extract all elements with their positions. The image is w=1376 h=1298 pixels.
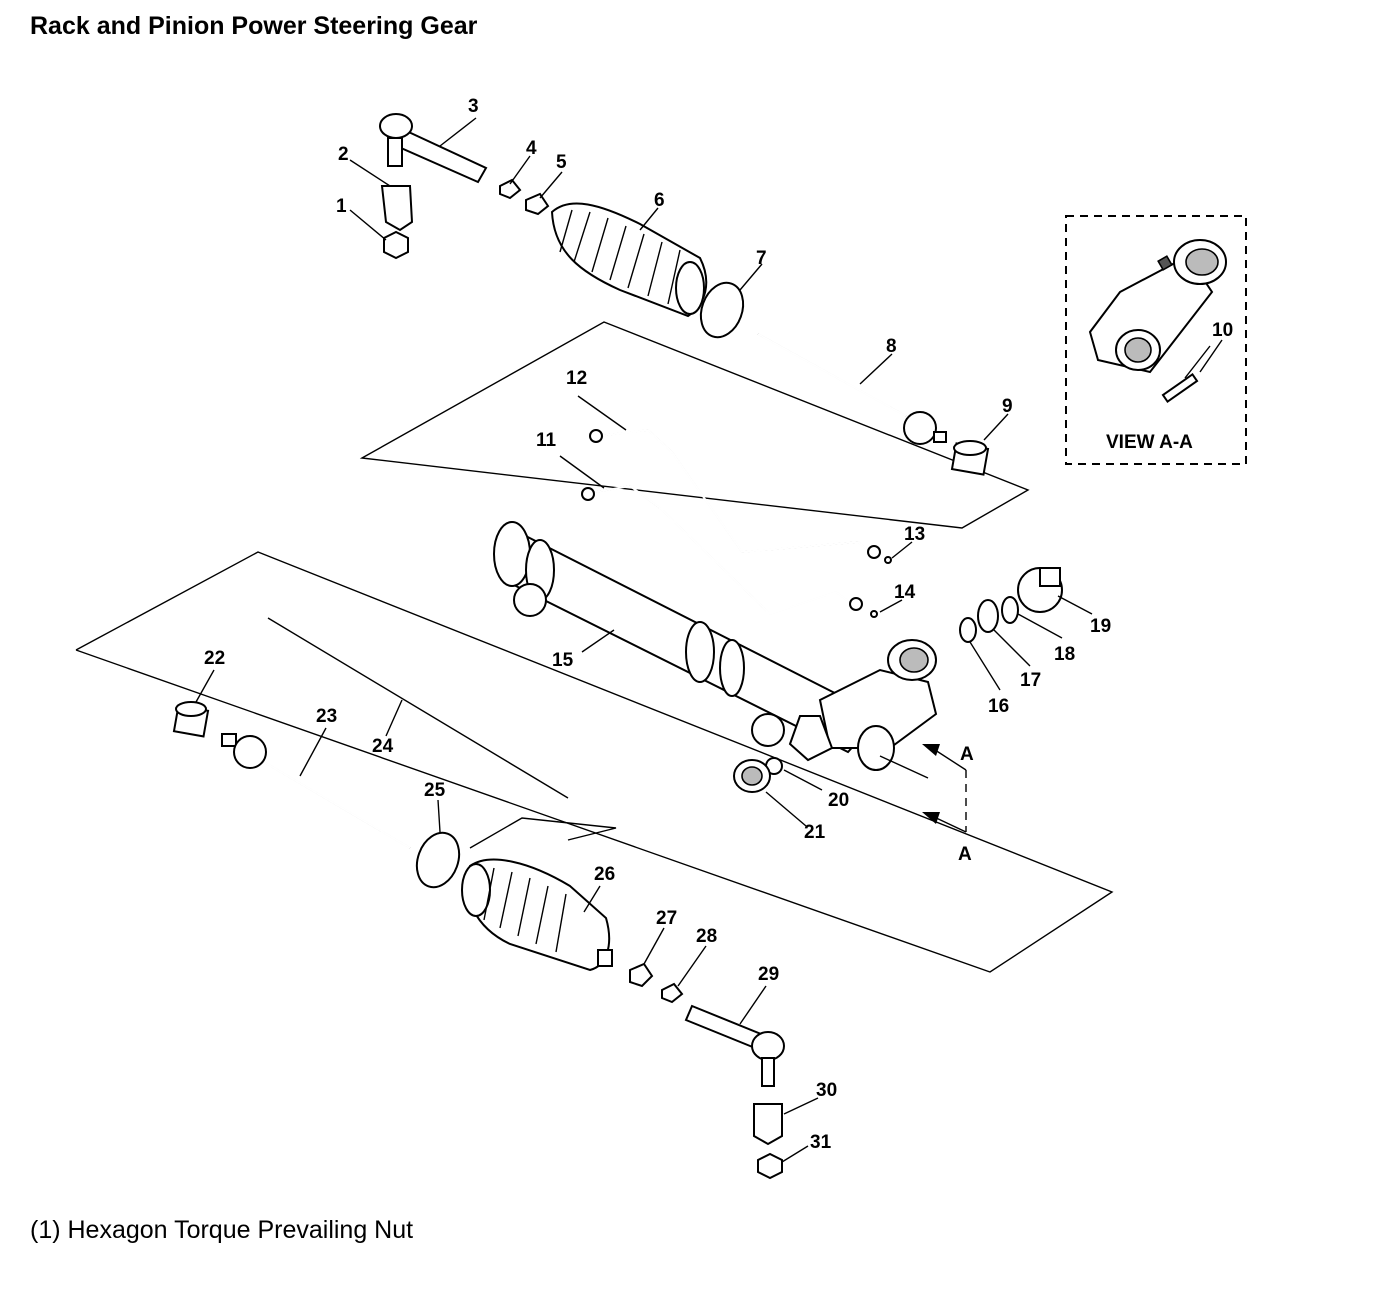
callout-7: 7 (756, 248, 767, 269)
callout-14: 14 (894, 582, 916, 603)
clamp-upper-large (699, 281, 745, 339)
outer-tie-rod-end-lower (383, 230, 785, 1180)
clamp-upper-small (525, 192, 550, 216)
callout-27: 27 (656, 908, 677, 929)
pin-part-10 (1161, 345, 1211, 403)
jam-nut-lower (661, 982, 684, 1004)
section-arrows (922, 744, 967, 833)
boot-lower (461, 858, 613, 972)
cap-19 (1017, 567, 1063, 613)
callout-25: 25 (424, 780, 446, 801)
bushing-upper (950, 440, 990, 476)
callout-22: 22 (204, 648, 225, 669)
adjuster-plug-21 (733, 759, 771, 793)
jam-nut-upper (499, 178, 522, 200)
upper-group-frame (359, 321, 1030, 529)
callout-6: 6 (654, 190, 665, 211)
view-a-a-label: VIEW A-A (1106, 432, 1193, 453)
callout-21: 21 (804, 822, 826, 843)
inner-tie-rod-lower (221, 733, 411, 849)
callout-5: 5 (556, 152, 567, 173)
clamp-lower-small (629, 962, 654, 988)
callout-29: 29 (758, 964, 779, 985)
footnote-caption: (1) Hexagon Torque Prevailing Nut (30, 1216, 414, 1244)
callout-31: 31 (810, 1132, 832, 1153)
callout-26: 26 (594, 864, 615, 885)
rack-housing (493, 521, 938, 779)
page-title: Rack and Pinion Power Steering Gear (30, 12, 478, 40)
callout-11: 11 (536, 430, 557, 451)
callout-4: 4 (526, 138, 537, 159)
seal-14 (870, 610, 878, 618)
callout-23: 23 (316, 706, 337, 727)
ring-18 (1001, 596, 1019, 624)
section-label-a-top: A (960, 744, 974, 765)
lower-group-frame (75, 551, 1114, 973)
inner-tie-rod-upper (757, 333, 947, 445)
washer-17 (977, 599, 999, 633)
callout-labels: 1 2 3 4 5 6 7 8 9 10 11 12 13 14 15 16 1… (204, 96, 1233, 1153)
lower-group-notch (469, 817, 617, 849)
pipe-12 (597, 429, 871, 553)
bushing-lower (172, 701, 210, 738)
callout-12: 12 (566, 368, 587, 389)
view-a-a-frame (1065, 215, 1247, 465)
seal-16 (959, 617, 977, 643)
callout-10: 10 (1212, 320, 1233, 341)
section-label-a-bottom: A (958, 844, 972, 865)
callout-13: 13 (904, 524, 925, 545)
callout-18: 18 (1054, 644, 1075, 665)
callout-20: 20 (828, 790, 849, 811)
callout-19: 19 (1090, 616, 1111, 637)
callout-1: 1 (336, 196, 347, 217)
callout-28: 28 (696, 926, 717, 947)
valve-housing-detail (1088, 239, 1227, 374)
callout-16: 16 (988, 696, 1009, 717)
callout-30: 30 (816, 1080, 837, 1101)
transfer-rod-24 (267, 617, 569, 799)
callout-8: 8 (886, 336, 897, 357)
seal-13 (884, 556, 892, 564)
callout-9: 9 (1002, 396, 1013, 417)
clamp-lower-large (415, 831, 461, 889)
callout-3: 3 (468, 96, 479, 117)
callout-2: 2 (338, 144, 349, 165)
callout-15: 15 (552, 650, 574, 671)
leader-lines (195, 117, 1223, 1163)
callout-24: 24 (372, 736, 394, 757)
outer-tie-rod-end-upper (379, 113, 488, 256)
callout-17: 17 (1020, 670, 1041, 691)
boot-upper (550, 202, 708, 318)
